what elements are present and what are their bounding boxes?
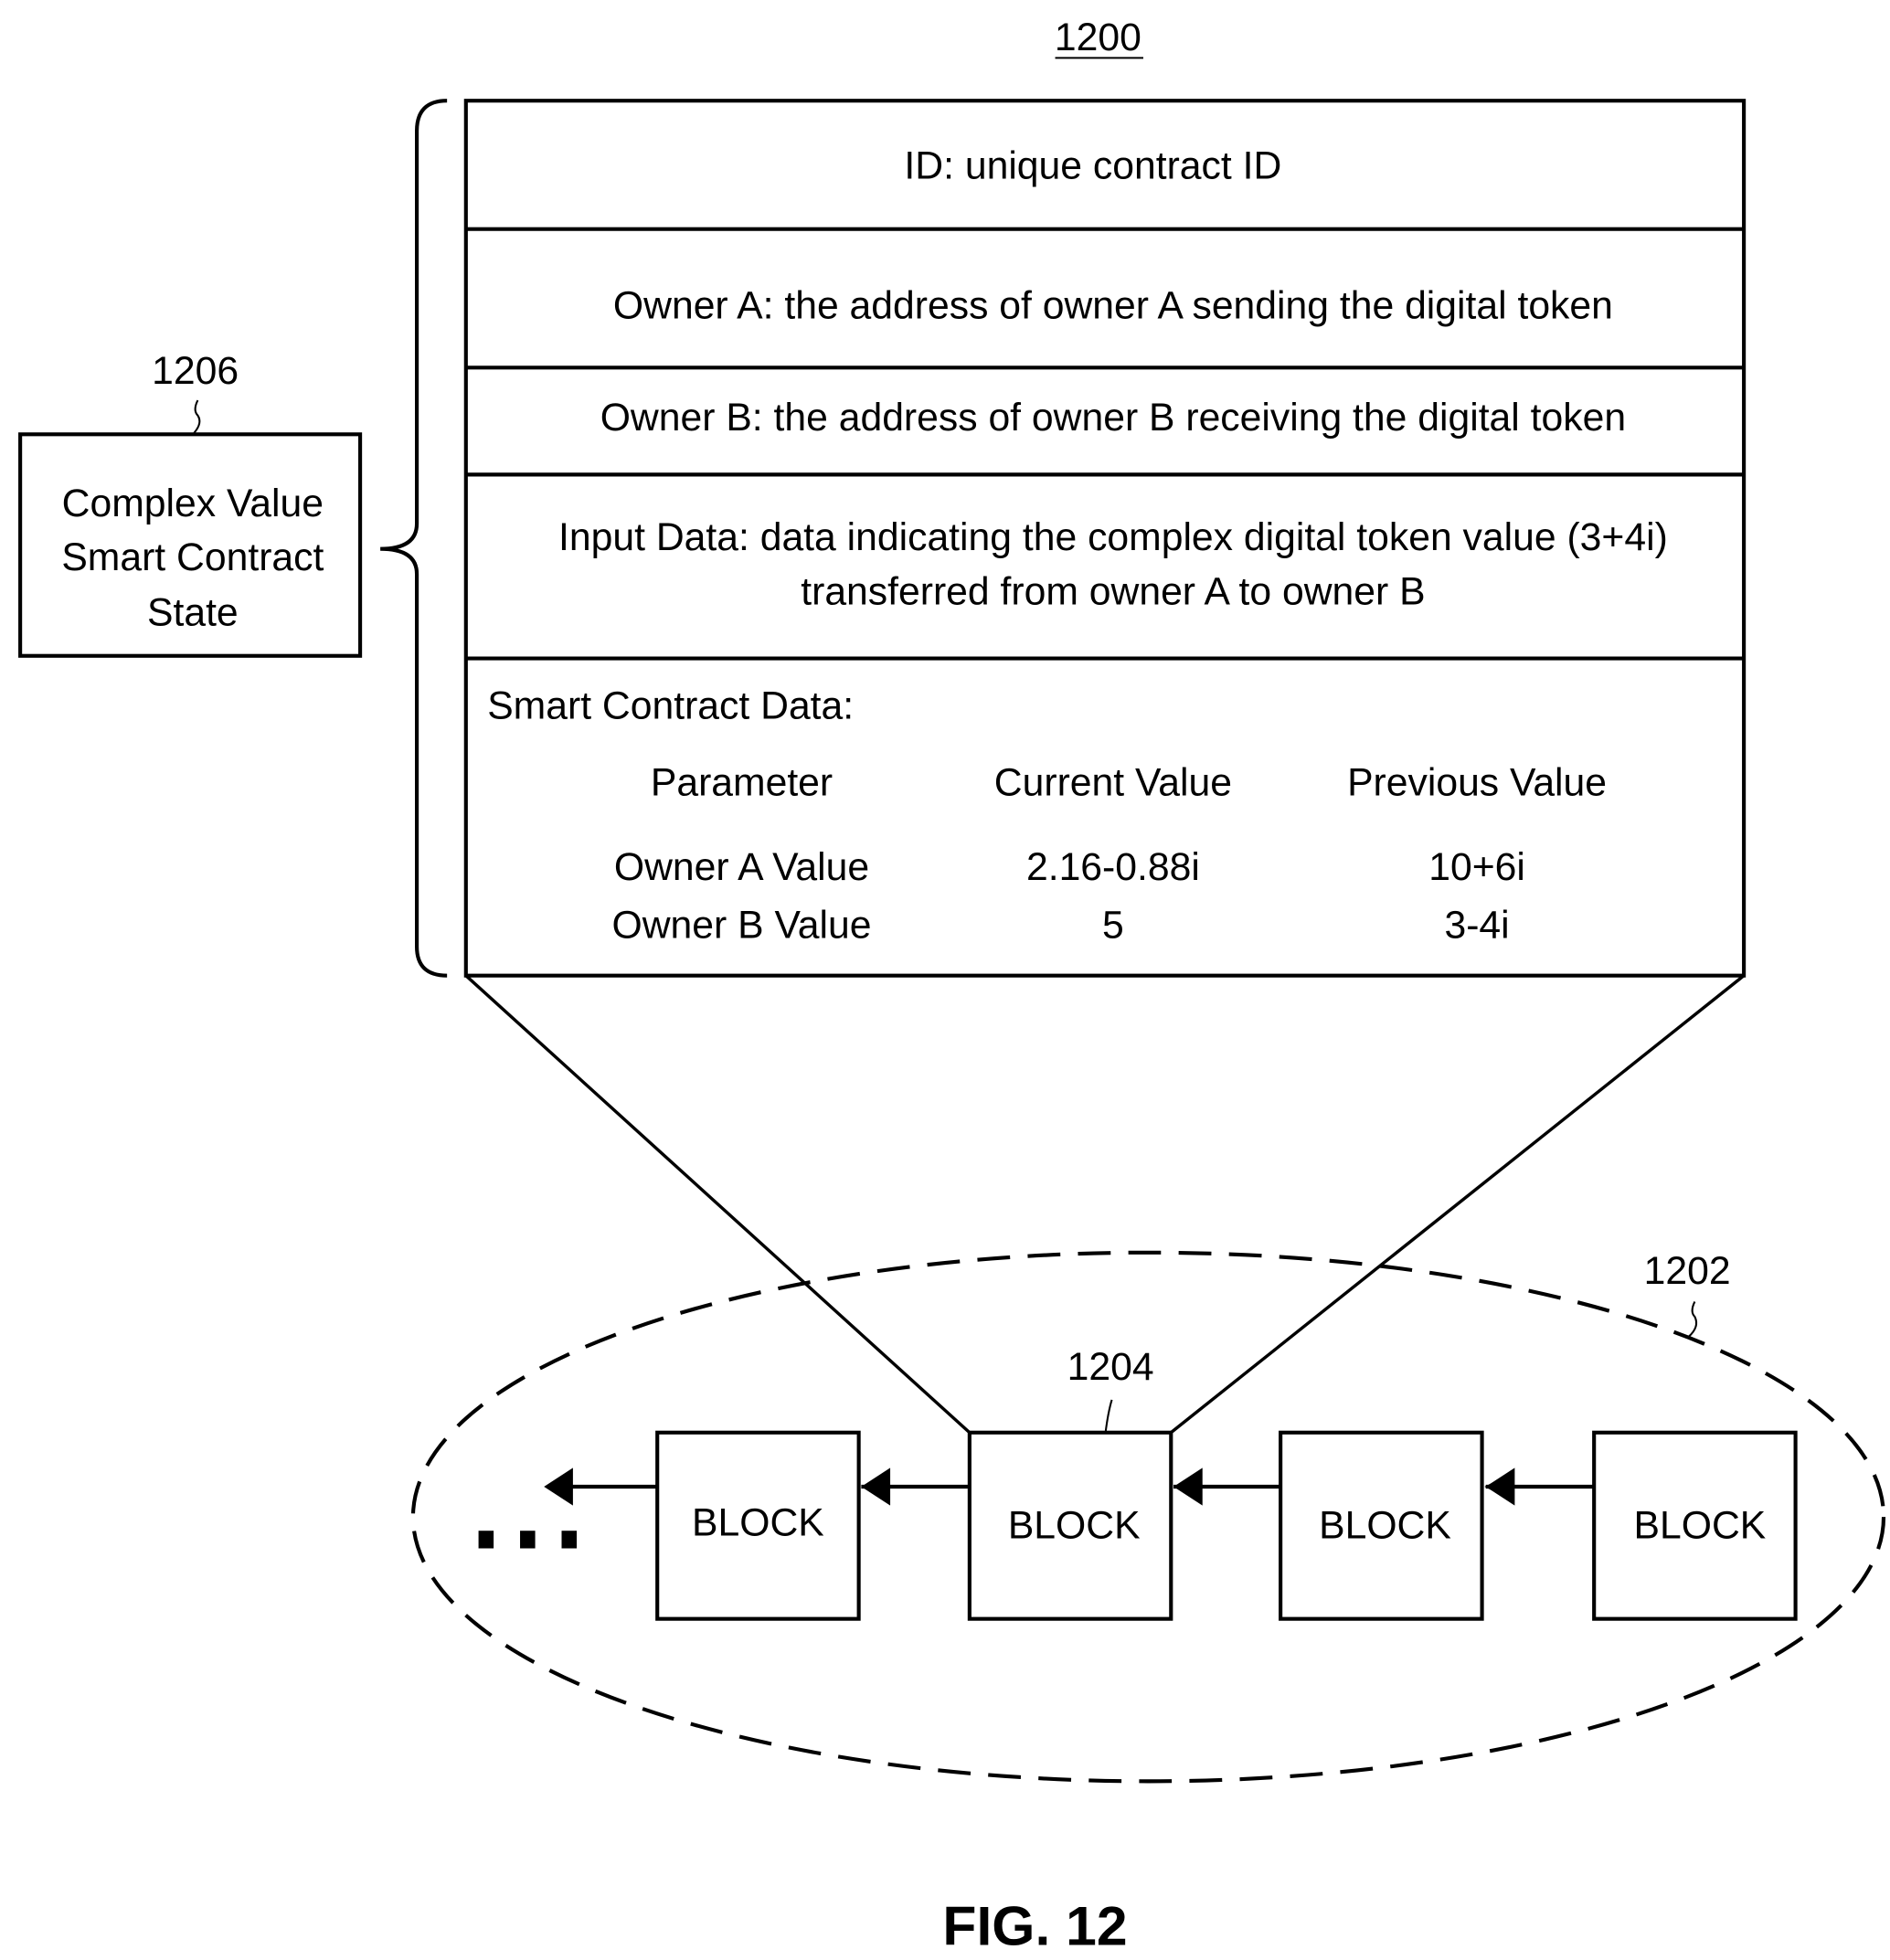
- state-box-line-2: Smart Contract: [61, 535, 324, 579]
- table-header-previous: Previous Value: [1347, 761, 1607, 805]
- table-cell: Owner B Value: [612, 903, 872, 947]
- leader-line: [1106, 1400, 1112, 1433]
- table-cell: 2.16-0.88i: [1026, 845, 1200, 889]
- table-cell: Owner A Value: [614, 845, 869, 889]
- block-1204: BLOCK: [970, 1433, 1171, 1619]
- block: BLOCK: [1280, 1433, 1481, 1619]
- leader-line: [1689, 1301, 1697, 1337]
- input-data-line-1: Input Data: data indicating the complex …: [558, 515, 1668, 559]
- zoom-line-right: [1171, 976, 1744, 1433]
- ref-label-1200: 1200: [1055, 16, 1141, 59]
- block-label: BLOCK: [692, 1501, 824, 1545]
- block: BLOCK: [657, 1433, 858, 1619]
- arrowhead-icon: [1173, 1467, 1203, 1505]
- block-label: BLOCK: [1319, 1503, 1451, 1547]
- leader-line: [194, 400, 199, 433]
- arrowhead-icon: [1486, 1467, 1515, 1505]
- owner-b-row: Owner B: the address of owner B receivin…: [600, 396, 1626, 440]
- table-row: Owner B Value 5 3-4i: [612, 903, 1510, 947]
- state-box-line-1: Complex Value: [62, 482, 324, 525]
- table-cell: 3-4i: [1444, 903, 1509, 947]
- table-header-current: Current Value: [994, 761, 1232, 805]
- contract-box: ID: unique contract ID Owner A: the addr…: [466, 101, 1744, 975]
- table-header-parameter: Parameter: [651, 761, 833, 805]
- ref-label-1206: 1206: [152, 349, 239, 393]
- figure-caption: FIG. 12: [942, 1894, 1127, 1956]
- table-row: Owner A Value 2.16-0.88i 10+6i: [614, 845, 1525, 889]
- table-cell: 10+6i: [1428, 845, 1525, 889]
- id-row: ID: unique contract ID: [904, 144, 1281, 188]
- block: BLOCK: [1594, 1433, 1795, 1619]
- input-data-line-2: transferred from owner A to owner B: [801, 569, 1425, 613]
- block-label: BLOCK: [1008, 1503, 1141, 1547]
- state-box-line-3: State: [147, 591, 239, 635]
- table-cell: 5: [1102, 903, 1124, 947]
- owner-a-row: Owner A: the address of owner A sending …: [613, 284, 1613, 328]
- arrowhead-icon: [861, 1467, 890, 1505]
- ellipsis-icon: [479, 1531, 577, 1548]
- state-box: Complex Value Smart Contract State: [20, 434, 360, 655]
- smart-contract-data-title: Smart Contract Data:: [487, 684, 854, 728]
- block-label: BLOCK: [1634, 1503, 1767, 1547]
- curly-brace: [380, 101, 447, 975]
- ref-label-1202: 1202: [1644, 1249, 1731, 1293]
- zoom-line-left: [466, 976, 970, 1433]
- arrowhead-icon: [544, 1467, 573, 1505]
- ref-label-1204: 1204: [1067, 1345, 1154, 1389]
